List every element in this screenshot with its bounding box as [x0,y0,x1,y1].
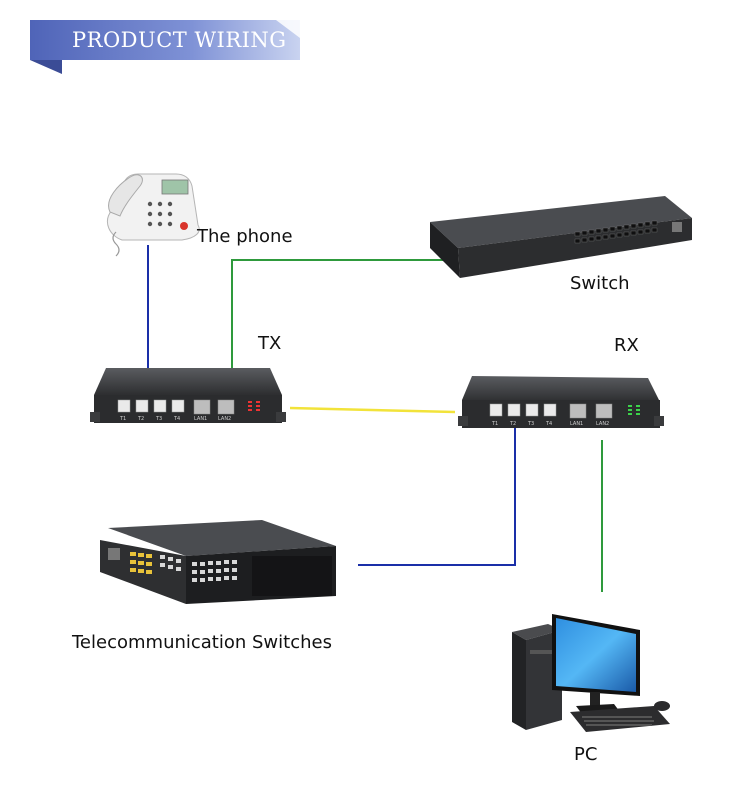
label-switch: Switch [570,273,630,294]
label-telecom: Telecommunication Switches [71,632,332,653]
tx-port-lan2: LAN2 [218,416,231,422]
banner-title: PRODUCT WIRING [72,28,287,52]
tx-port-t2: T2 [137,416,144,422]
rx-port-lan1: LAN1 [570,421,583,427]
phone-device [107,173,200,257]
rx-to-telecom-line [358,420,516,566]
label-rx: RX [614,335,639,356]
label-tx: TX [257,333,281,354]
tx-port-t3: T3 [155,416,162,422]
banner: PRODUCT WIRING [30,20,300,74]
tx-port-lan1: LAN1 [194,416,207,422]
tx-rx-fiber-line [289,406,456,414]
tx-port-t1: T1 [119,416,126,422]
rx-device: T1 T2 T3 T4 LAN1 LAN2 [458,376,664,428]
network-switch-device [430,196,692,278]
pc-device [512,614,670,732]
rx-port-t3: T3 [527,421,534,427]
telecom-switch-device [100,520,336,604]
connections [147,245,603,592]
tx-device: T1 T2 T3 T4 LAN1 LAN2 [90,368,286,423]
tx-port-t4: T4 [173,416,180,422]
switch-to-tx-line [231,259,455,398]
label-pc: PC [574,744,597,765]
label-phone: The phone [196,226,293,247]
rx-port-t2: T2 [509,421,516,427]
rx-port-lan2: LAN2 [596,421,609,427]
rx-port-t1: T1 [491,421,498,427]
rx-port-t4: T4 [545,421,552,427]
